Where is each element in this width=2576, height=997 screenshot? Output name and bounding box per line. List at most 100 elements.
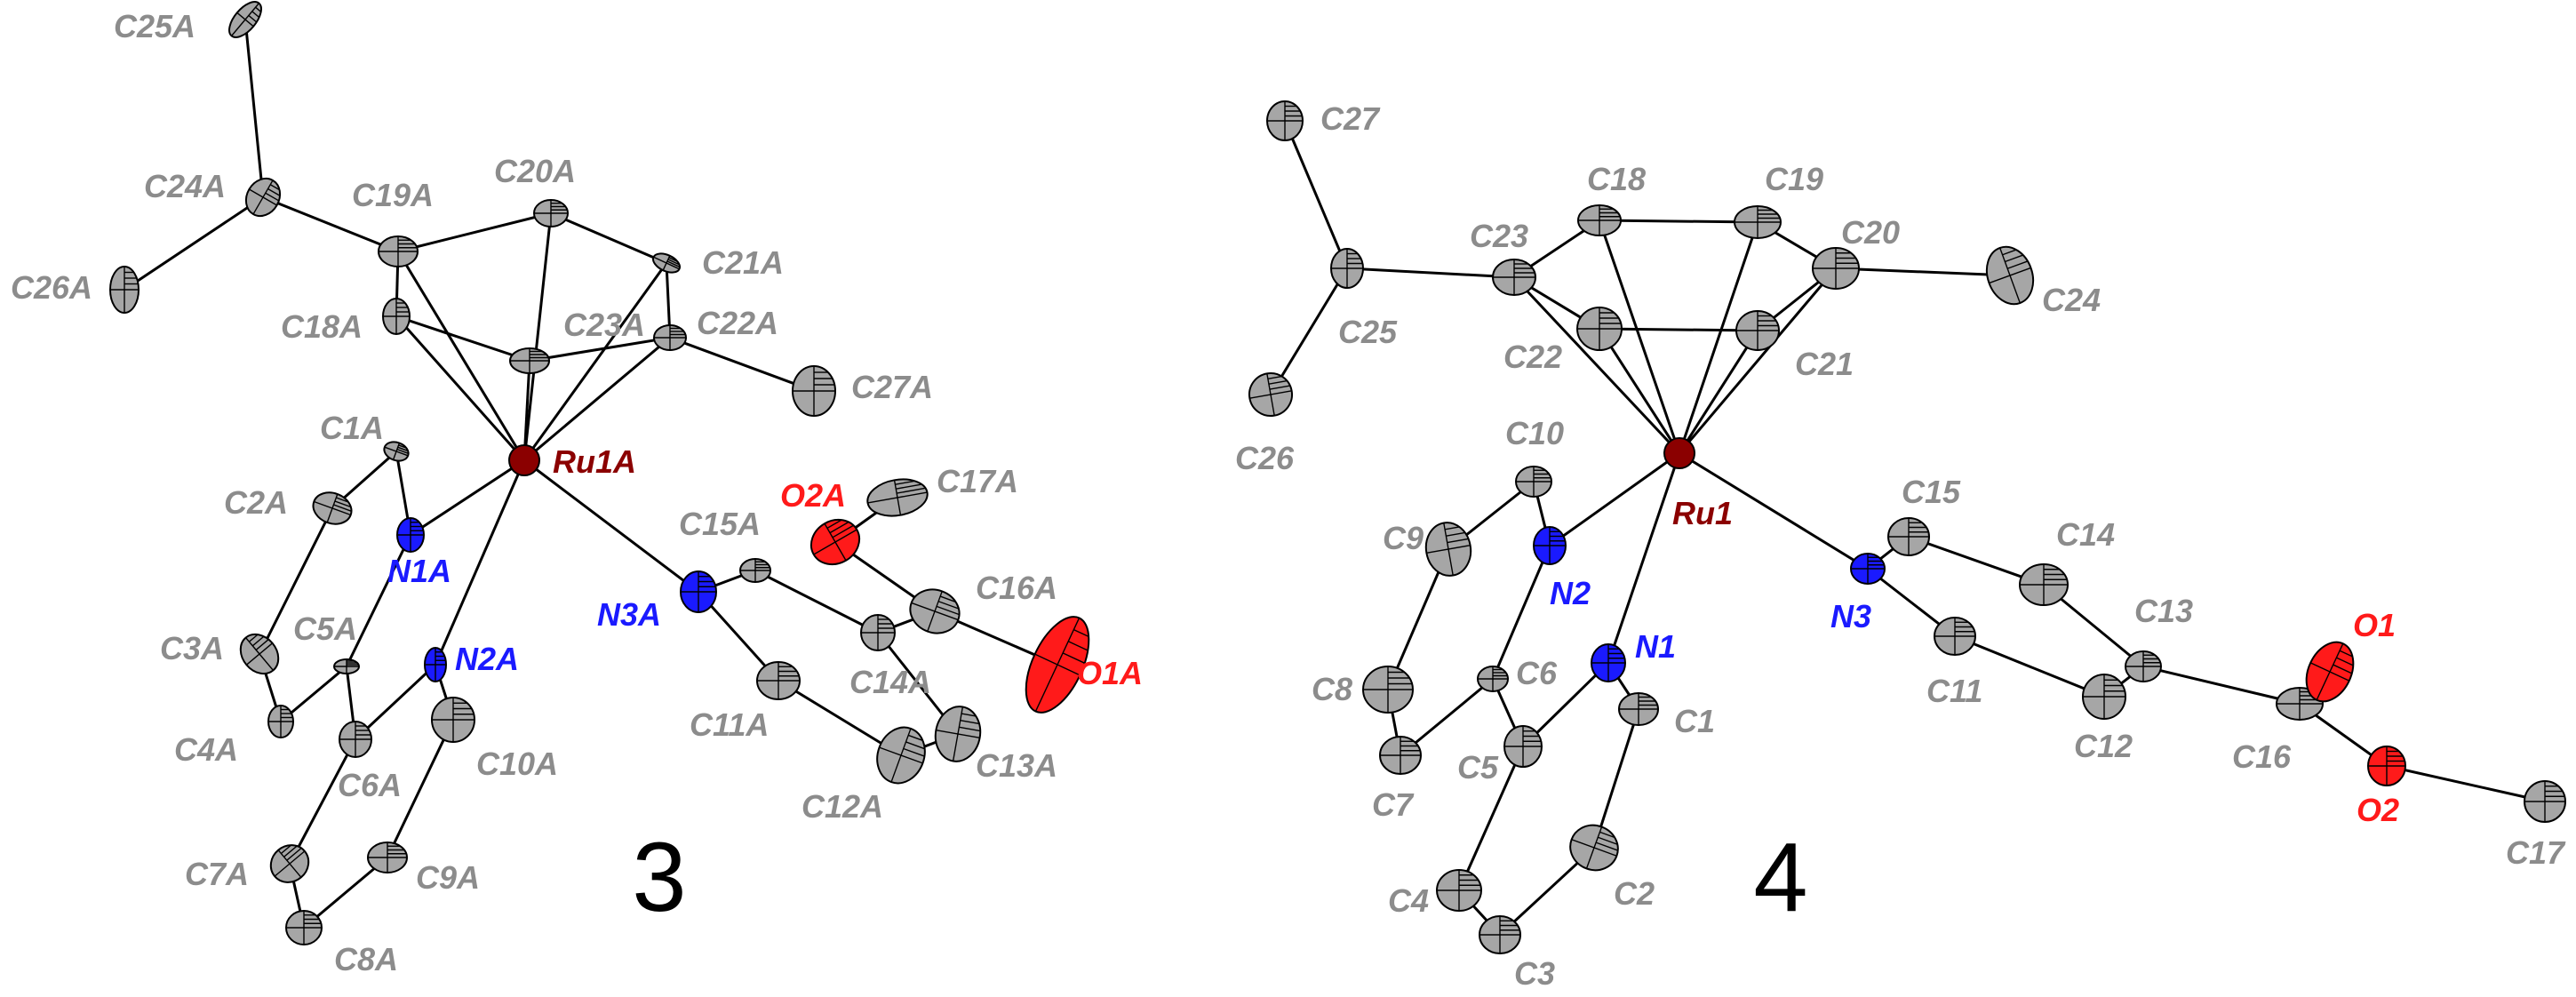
atom-c21 bbox=[1735, 310, 1780, 351]
bond-Ru1A-C20A bbox=[522, 212, 553, 461]
atom-label-n3a: N3A bbox=[597, 596, 661, 633]
atom-label-c10: C10 bbox=[1505, 415, 1564, 451]
atom-c4 bbox=[1436, 869, 1482, 912]
bond-Ru1A-C22A bbox=[523, 336, 671, 462]
bond-Ru1-C23 bbox=[1512, 275, 1681, 455]
hatch-line bbox=[895, 480, 915, 485]
hatch-line bbox=[960, 720, 980, 725]
hatch-line bbox=[2336, 657, 2354, 666]
bond-Ru1A-C23A bbox=[522, 360, 531, 461]
hatch-line bbox=[1067, 641, 1089, 651]
atom-c2 bbox=[1569, 824, 1619, 872]
bond-C13-C16 bbox=[2142, 665, 2301, 706]
atom-label-o1: O1 bbox=[2353, 607, 2396, 643]
bond-Ru1A-C18A bbox=[395, 315, 526, 461]
hatch-line bbox=[251, 11, 260, 19]
atom-o1 bbox=[2305, 641, 2355, 703]
atom-c14 bbox=[2019, 563, 2069, 606]
hatch-line bbox=[959, 726, 981, 732]
atom-label-c12: C12 bbox=[2074, 728, 2133, 764]
hatch-line bbox=[832, 524, 854, 538]
bond-C5A-N1A bbox=[345, 534, 412, 667]
atom-label-n3: N3 bbox=[1830, 598, 1871, 634]
atom-label-c18a: C18A bbox=[281, 308, 363, 345]
hatch-line bbox=[1062, 652, 1085, 664]
atom-label-c20a: C20A bbox=[494, 153, 576, 189]
atom-label-o2a: O2A bbox=[780, 477, 846, 514]
hatch-line bbox=[333, 504, 352, 512]
atom-c21a bbox=[652, 252, 681, 274]
atom-c1a bbox=[383, 441, 410, 462]
hatch-line bbox=[829, 521, 849, 534]
hatch-line bbox=[939, 595, 956, 603]
atom-label-c6a: C6A bbox=[338, 767, 402, 803]
bond-C20-C24 bbox=[1835, 267, 2011, 277]
hatch-line bbox=[668, 257, 678, 262]
atom-label-c10a: C10A bbox=[476, 746, 558, 782]
bond-O2-C17 bbox=[2386, 764, 2546, 803]
bond-Ru1A-N3A bbox=[523, 459, 699, 594]
axis-line bbox=[2316, 642, 2344, 701]
atom-label-c16: C16 bbox=[2232, 738, 2292, 775]
axis-line bbox=[1266, 373, 1275, 416]
atom-c17 bbox=[2524, 780, 2566, 823]
hatch-line bbox=[334, 500, 352, 508]
atom-c5 bbox=[1503, 725, 1543, 768]
bond-C24A-C26A bbox=[124, 195, 264, 291]
axis-line bbox=[927, 591, 943, 632]
bond-C25-C26 bbox=[1269, 267, 1349, 395]
axis-line bbox=[890, 728, 912, 783]
bond-Ru1A-N2A bbox=[434, 459, 526, 666]
hatch-line bbox=[897, 487, 926, 494]
atom-label-c26: C26 bbox=[1235, 440, 1295, 476]
hatch-line bbox=[267, 187, 281, 196]
bond-Ru1-C21 bbox=[1678, 330, 1759, 454]
bond-C25-C23 bbox=[1346, 267, 1515, 279]
atom-c13 bbox=[2125, 650, 2162, 682]
atom-label-c7: C7 bbox=[1372, 786, 1415, 823]
atom-c9a bbox=[367, 841, 408, 873]
axis-line bbox=[893, 480, 902, 515]
atom-o1a bbox=[1025, 616, 1090, 714]
bond-C12-C11 bbox=[1954, 634, 2105, 698]
atom-label-c16a: C16A bbox=[976, 570, 1057, 606]
atom-c12a bbox=[876, 726, 926, 785]
hatch-line bbox=[1444, 526, 1460, 530]
axis-line bbox=[1999, 247, 2021, 304]
atom-label-c3: C3 bbox=[1514, 955, 1555, 992]
atom-c23a bbox=[509, 347, 550, 374]
structure-3: C25AC24AC26AC19AC20AC21AC22AC23AC18AC27A… bbox=[11, 1, 1143, 977]
bond-C21-C22 bbox=[1599, 327, 1759, 332]
atom-c20a bbox=[533, 199, 569, 227]
atom-label-c13: C13 bbox=[2134, 593, 2193, 629]
bond-Ru1-C22 bbox=[1598, 328, 1681, 454]
atom-label-n1: N1 bbox=[1635, 628, 1676, 665]
atom-label-c14a: C14A bbox=[849, 664, 931, 700]
atom-label-c19a: C19A bbox=[352, 177, 434, 213]
bond-Ru1-C18 bbox=[1598, 219, 1681, 454]
bond-Ru1-C20 bbox=[1678, 267, 1838, 454]
atom-label-c27a: C27A bbox=[851, 369, 933, 405]
atom-label-c15a: C15A bbox=[679, 506, 761, 542]
atom-label-c7a: C7A bbox=[185, 856, 249, 892]
atom-n3 bbox=[1850, 553, 1886, 585]
atom-label-c14: C14 bbox=[2056, 516, 2115, 553]
bond-C4-C5 bbox=[1457, 746, 1525, 891]
atom-label-c22: C22 bbox=[1503, 339, 1562, 375]
bond-Ru1A-C21A bbox=[522, 262, 668, 461]
bond-C15A-C14A bbox=[754, 569, 879, 634]
atom-c10a bbox=[431, 697, 475, 743]
hatch-line bbox=[397, 446, 409, 452]
atom-label-c17: C17 bbox=[2506, 834, 2566, 871]
atom-label-c27: C27 bbox=[1320, 100, 1381, 137]
atom-c25a bbox=[228, 1, 262, 38]
hatch-line bbox=[283, 845, 298, 857]
axis-line bbox=[252, 179, 274, 215]
axis-line bbox=[231, 3, 259, 36]
hatch-line bbox=[2333, 664, 2353, 674]
atom-label-c2a: C2A bbox=[224, 484, 288, 521]
struct-3-labels: C25AC24AC26AC19AC20AC21AC22AC23AC18AC27A… bbox=[11, 8, 1143, 977]
atom-label-c9: C9 bbox=[1383, 520, 1424, 556]
